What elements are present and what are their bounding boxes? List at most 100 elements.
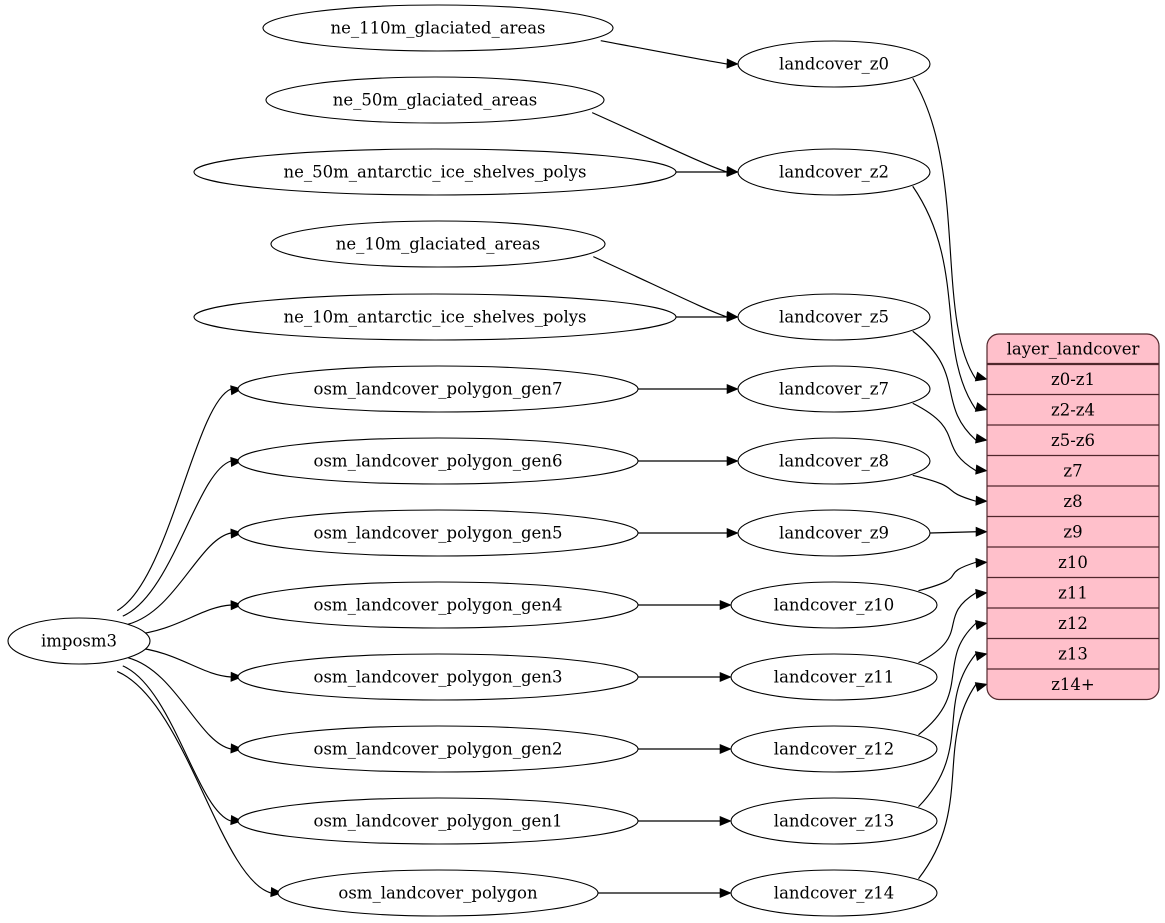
edge-imposm3-to-osm_landcover_polygon_gen3 <box>131 646 232 678</box>
edge-arrowhead <box>719 887 732 899</box>
node-landcover_z5[interactable]: landcover_z5 <box>737 293 931 341</box>
edge-arrowhead <box>975 464 988 475</box>
node-ellipse-osm_landcover_polygon_gen7[interactable] <box>237 365 639 413</box>
table-row-z14+[interactable]: z14+ <box>1051 675 1095 694</box>
node-osm_landcover_polygon_gen7[interactable]: osm_landcover_polygon_gen7 <box>237 365 639 413</box>
node-ellipse-ne_50m_antarctic_ice_shelves_polys[interactable] <box>193 148 677 196</box>
table-row-z9[interactable]: z9 <box>1063 522 1082 541</box>
node-ellipse-landcover_z2[interactable] <box>737 148 931 196</box>
edge-landcover_z14-to-z14+ <box>918 683 977 880</box>
edge-arrowhead <box>726 455 739 467</box>
node-label-ne_10m_antarctic_ice_shelves_polys: ne_10m_antarctic_ice_shelves_polys <box>283 308 586 327</box>
edge-imposm3-to-osm_landcover_polygon_gen1 <box>122 665 232 822</box>
node-ne_50m_glaciated_areas[interactable]: ne_50m_glaciated_areas <box>265 76 605 124</box>
node-ellipse-landcover_z13[interactable] <box>730 797 938 845</box>
table-row-z12[interactable]: z12 <box>1058 614 1088 633</box>
edge-imposm3-to-osm_landcover_polygon_gen2 <box>128 657 232 750</box>
edge-landcover_z8-to-z8 <box>912 474 977 502</box>
node-ellipse-osm_landcover_polygon_gen4[interactable] <box>237 581 639 629</box>
node-label-osm_landcover_polygon_gen3: osm_landcover_polygon_gen3 <box>314 668 563 687</box>
table-row-z5-z6[interactable]: z5-z6 <box>1051 431 1095 450</box>
node-ellipse-osm_landcover_polygon[interactable] <box>277 869 599 917</box>
edge-arrowhead <box>726 58 739 69</box>
node-osm_landcover_polygon[interactable]: osm_landcover_polygon <box>277 869 599 917</box>
node-landcover_z13[interactable]: landcover_z13 <box>730 797 938 845</box>
edge-arrowhead <box>975 495 988 506</box>
edge-arrowhead <box>975 557 988 568</box>
nodes-layer: imposm3 ne_110m_glaciated_areas ne_50m_gla… <box>7 4 938 917</box>
node-label-ne_110m_glaciated_areas: ne_110m_glaciated_areas <box>330 19 545 38</box>
node-ellipse-osm_landcover_polygon_gen3[interactable] <box>237 653 639 701</box>
node-label-ne_50m_antarctic_ice_shelves_polys: ne_50m_antarctic_ice_shelves_polys <box>283 163 586 182</box>
node-ellipse-landcover_z11[interactable] <box>730 653 938 701</box>
node-osm_landcover_polygon_gen1[interactable]: osm_landcover_polygon_gen1 <box>237 797 639 845</box>
node-landcover_z0[interactable]: landcover_z0 <box>737 40 931 88</box>
node-osm_landcover_polygon_gen4[interactable]: osm_landcover_polygon_gen4 <box>237 581 639 629</box>
node-ne_10m_glaciated_areas[interactable]: ne_10m_glaciated_areas <box>270 220 606 268</box>
node-ne_110m_glaciated_areas[interactable]: ne_110m_glaciated_areas <box>262 4 614 52</box>
node-ellipse-imposm3[interactable] <box>7 617 151 665</box>
node-landcover_z7[interactable]: landcover_z7 <box>737 365 931 413</box>
node-ellipse-landcover_z12[interactable] <box>730 725 938 773</box>
node-ellipse-osm_landcover_polygon_gen5[interactable] <box>237 509 639 557</box>
node-landcover_z14[interactable]: landcover_z14 <box>730 869 938 917</box>
layer-landcover-table: layer_landcover z0-z1 z2-z4 z5-z6 z7 z8 z9 z10 z… <box>986 333 1160 701</box>
edge-imposm3-to-osm_landcover_polygon_gen7 <box>116 388 232 612</box>
node-ellipse-landcover_z14[interactable] <box>730 869 938 917</box>
node-landcover_z9[interactable]: landcover_z9 <box>737 509 931 557</box>
edge-landcover_z2-to-z2-z4 <box>912 185 977 411</box>
node-label-landcover_z0: landcover_z0 <box>779 55 889 74</box>
edge-arrowhead <box>726 527 739 539</box>
node-label-landcover_z9: landcover_z9 <box>779 524 889 543</box>
table-row-z8[interactable]: z8 <box>1063 492 1082 511</box>
edge-landcover_z10-to-z10 <box>918 561 977 592</box>
node-landcover_z8[interactable]: landcover_z8 <box>737 437 931 485</box>
node-ellipse-osm_landcover_polygon_gen1[interactable] <box>237 797 639 845</box>
node-osm_landcover_polygon_gen5[interactable]: osm_landcover_polygon_gen5 <box>237 509 639 557</box>
table-row-z0-z1[interactable]: z0-z1 <box>1051 370 1095 389</box>
table-header-label: layer_landcover <box>1007 340 1140 359</box>
node-ellipse-osm_landcover_polygon_gen2[interactable] <box>237 725 639 773</box>
node-imposm3[interactable]: imposm3 <box>7 617 151 665</box>
node-landcover_z2[interactable]: landcover_z2 <box>737 148 931 196</box>
node-ellipse-landcover_z10[interactable] <box>730 581 938 629</box>
edges-layer <box>116 40 988 899</box>
table-row-z10[interactable]: z10 <box>1058 553 1088 572</box>
node-osm_landcover_polygon_gen3[interactable]: osm_landcover_polygon_gen3 <box>237 653 639 701</box>
edge-arrowhead <box>975 588 988 599</box>
node-label-osm_landcover_polygon_gen2: osm_landcover_polygon_gen2 <box>314 740 563 759</box>
node-ellipse-landcover_z0[interactable] <box>737 40 931 88</box>
node-osm_landcover_polygon_gen6[interactable]: osm_landcover_polygon_gen6 <box>237 437 639 485</box>
edge-arrowhead <box>719 815 732 827</box>
node-ellipse-landcover_z8[interactable] <box>737 437 931 485</box>
node-label-osm_landcover_polygon_gen4: osm_landcover_polygon_gen4 <box>314 596 563 615</box>
node-ellipse-ne_10m_antarctic_ice_shelves_polys[interactable] <box>193 293 677 341</box>
table-row-z13[interactable]: z13 <box>1058 644 1088 663</box>
node-landcover_z10[interactable]: landcover_z10 <box>730 581 938 629</box>
node-label-osm_landcover_polygon: osm_landcover_polygon <box>338 884 538 903</box>
node-ne_10m_antarctic_ice_shelves_polys[interactable]: ne_10m_antarctic_ice_shelves_polys <box>193 293 677 341</box>
table-row-z11[interactable]: z11 <box>1058 583 1088 602</box>
node-ellipse-osm_landcover_polygon_gen6[interactable] <box>237 437 639 485</box>
node-label-landcover_z11: landcover_z11 <box>774 668 894 687</box>
edge-arrowhead <box>975 526 988 537</box>
table-row-z2-z4[interactable]: z2-z4 <box>1051 400 1095 419</box>
node-ellipse-landcover_z7[interactable] <box>737 365 931 413</box>
table-row-z7[interactable]: z7 <box>1063 461 1082 480</box>
node-label-ne_10m_glaciated_areas: ne_10m_glaciated_areas <box>336 235 541 254</box>
node-label-landcover_z14: landcover_z14 <box>774 884 894 903</box>
node-ellipse-ne_110m_glaciated_areas[interactable] <box>262 4 614 52</box>
node-ne_50m_antarctic_ice_shelves_polys[interactable]: ne_50m_antarctic_ice_shelves_polys <box>193 148 677 196</box>
node-osm_landcover_polygon_gen2[interactable]: osm_landcover_polygon_gen2 <box>237 725 639 773</box>
node-ellipse-landcover_z5[interactable] <box>737 293 931 341</box>
node-ellipse-ne_10m_glaciated_areas[interactable] <box>270 220 606 268</box>
node-landcover_z12[interactable]: landcover_z12 <box>730 725 938 773</box>
node-ellipse-landcover_z9[interactable] <box>737 509 931 557</box>
node-label-landcover_z5: landcover_z5 <box>779 308 889 327</box>
node-ellipse-ne_50m_glaciated_areas[interactable] <box>265 76 605 124</box>
edge-landcover_z13-to-z13 <box>918 653 977 808</box>
node-landcover_z11[interactable]: landcover_z11 <box>730 653 938 701</box>
edge-arrowhead <box>719 599 732 611</box>
